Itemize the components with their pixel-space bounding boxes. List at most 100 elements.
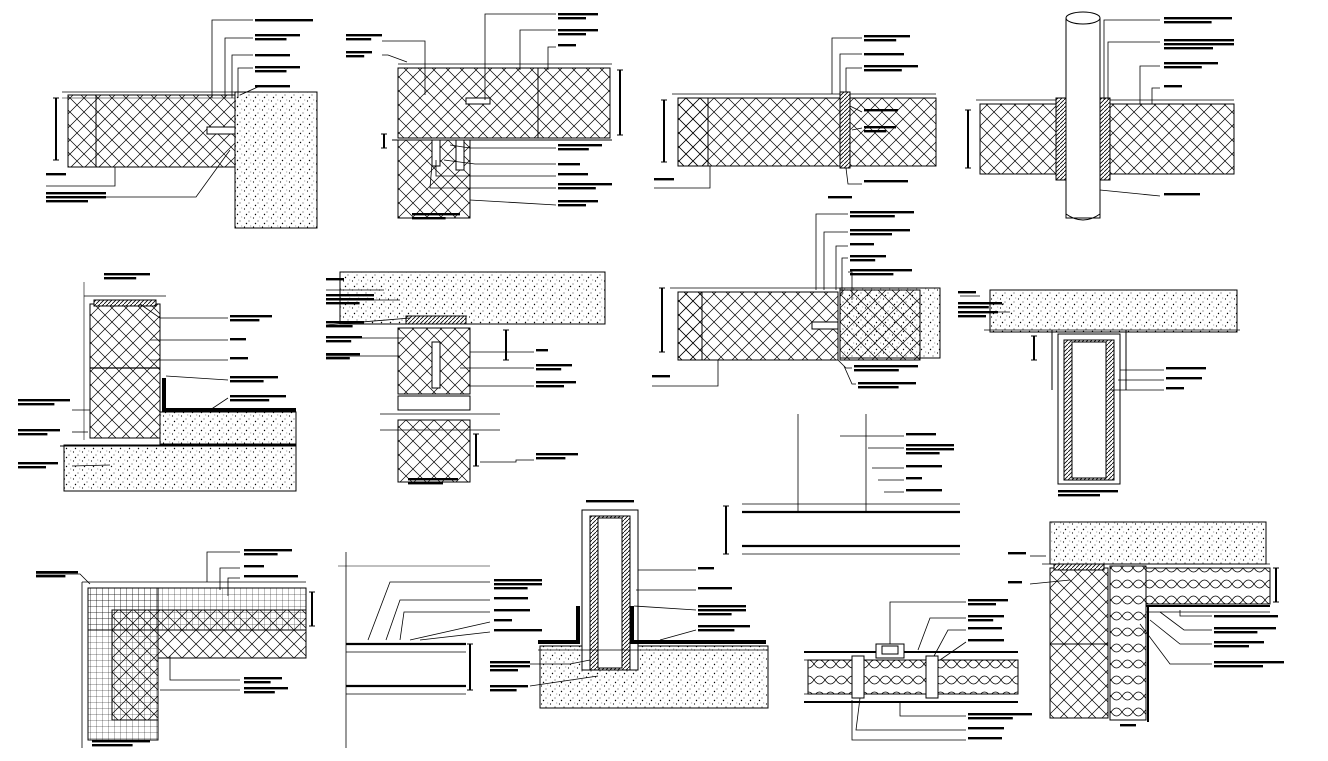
leader-line	[419, 631, 491, 641]
annotation-text	[346, 55, 365, 58]
annotation-text	[408, 478, 458, 481]
detail-14	[1008, 521, 1284, 727]
annotation-text	[36, 575, 66, 578]
annotation-text	[1214, 661, 1284, 664]
detail-4	[965, 11, 1235, 221]
top-profile	[93, 299, 157, 307]
membrane-upstand	[162, 378, 296, 412]
leader-line	[1139, 623, 1212, 665]
annotation-text	[244, 691, 275, 694]
annotation-text	[326, 321, 364, 324]
annotation-text	[536, 349, 548, 352]
annotation-text	[558, 173, 588, 176]
annotation-text	[494, 579, 542, 582]
annotation-text	[244, 549, 292, 552]
annotation-text	[864, 130, 887, 133]
annotation-text	[858, 386, 899, 389]
channel-inner	[881, 645, 899, 655]
leader-line	[231, 54, 253, 98]
details-layer	[18, 11, 1284, 748]
detail-2	[346, 13, 623, 220]
sealant-strip	[839, 91, 851, 169]
panel-edge	[677, 97, 709, 167]
leader-line	[71, 464, 111, 467]
leader-line	[224, 37, 253, 98]
annotation-text	[18, 429, 60, 432]
annotation-text	[18, 403, 55, 406]
leader-line	[831, 37, 862, 94]
annotation-text	[18, 433, 48, 436]
annotation-text	[494, 597, 528, 600]
annotation-text	[536, 385, 564, 388]
annotation-text	[968, 717, 1013, 720]
annotation-text	[494, 629, 542, 632]
leader-line	[46, 167, 116, 187]
insulated-panel	[677, 97, 937, 167]
annotation-text	[698, 609, 746, 612]
leader-line	[429, 163, 556, 189]
leader-line	[484, 13, 556, 100]
ground-slab	[63, 444, 297, 492]
annotation-text	[230, 395, 286, 398]
annotation-text	[255, 34, 300, 37]
annotation-text	[968, 727, 1004, 730]
annotation-text	[850, 243, 874, 246]
annotation-text	[1164, 62, 1218, 65]
annotation-text	[558, 144, 602, 147]
annotation-text	[92, 744, 133, 747]
annotation-text	[850, 211, 914, 214]
leader-line	[933, 629, 966, 657]
annotation-text	[906, 489, 942, 492]
annotation-text	[104, 273, 150, 276]
angle-profile	[811, 321, 839, 330]
leader-line	[385, 599, 490, 641]
annotation-text	[1058, 490, 1118, 493]
leader-line	[325, 317, 411, 326]
annotation-text	[558, 29, 598, 32]
leader-line	[845, 67, 862, 92]
annotation-text	[968, 737, 1002, 740]
annotation-text	[864, 69, 902, 72]
insulation-layer	[807, 659, 1019, 695]
annotation-text	[864, 39, 897, 42]
leader-line	[206, 551, 240, 582]
panel-edge	[677, 291, 703, 361]
detail-3	[654, 35, 937, 199]
annotation-text	[230, 376, 278, 379]
pipe	[1065, 17, 1101, 219]
leader-line	[845, 167, 862, 185]
detail-8	[958, 289, 1240, 497]
annotation-text	[906, 433, 936, 436]
detail-9	[723, 414, 960, 555]
leader-line	[823, 231, 848, 290]
annotation-text	[958, 306, 989, 309]
annotation-text	[490, 665, 530, 668]
wall-insulation	[1109, 565, 1147, 721]
annotation-text	[864, 180, 908, 183]
annotation-text	[1164, 85, 1182, 88]
leader-line	[519, 29, 556, 70]
annotation-text	[558, 148, 589, 151]
annotation-text	[698, 587, 732, 590]
annotation-text	[558, 13, 598, 16]
annotation-text	[346, 38, 372, 41]
leader-line	[209, 397, 229, 411]
leader-line	[382, 54, 408, 63]
annotation-text	[906, 448, 954, 451]
bottom-profile	[397, 395, 471, 411]
annotation-text	[490, 669, 518, 672]
membrane-left	[538, 606, 580, 644]
annotation-text	[18, 399, 70, 402]
angle-profile	[206, 126, 236, 135]
annotation-text	[1058, 494, 1100, 497]
stud	[851, 655, 865, 699]
annotation-text	[864, 35, 910, 38]
annotation-text	[1166, 367, 1206, 370]
leader-line	[889, 601, 966, 644]
annotation-text	[18, 466, 46, 469]
pipe-end	[1065, 213, 1101, 221]
annotation-text	[828, 196, 852, 199]
membrane-right	[630, 606, 766, 644]
leader-line	[1103, 19, 1160, 100]
